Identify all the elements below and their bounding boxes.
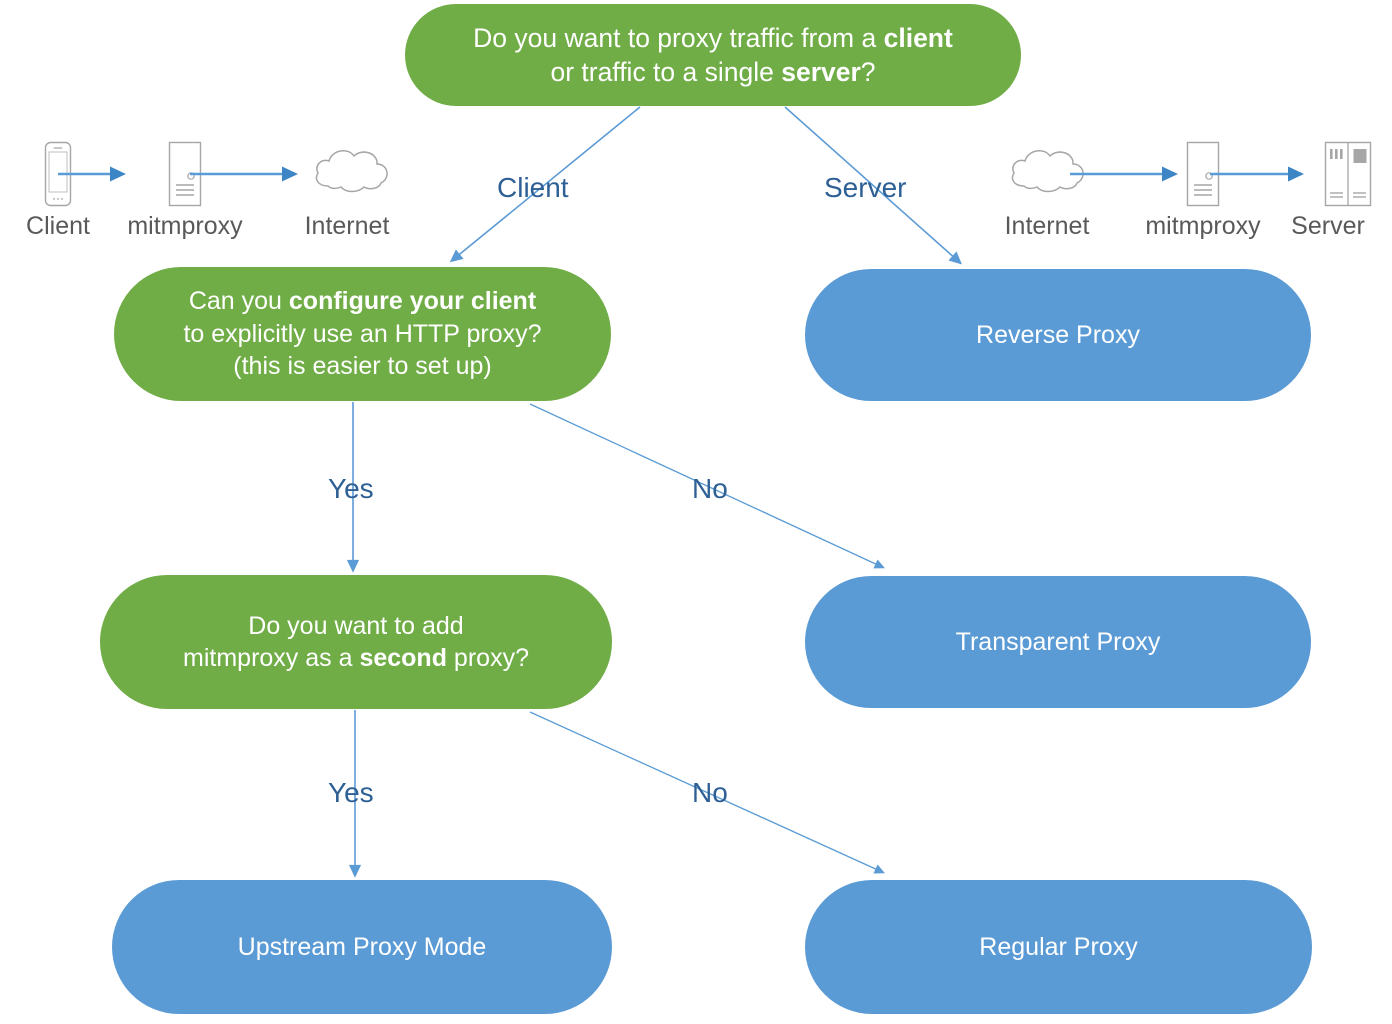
configure-line1-lead: Can you [188, 287, 289, 316]
decision-node-root[interactable]: Do you want to proxy traffic from a clie… [405, 4, 1021, 106]
client-to-internet-flow: Client mitmproxy [10, 138, 395, 242]
edge-label-second-yes: Yes [328, 777, 374, 808]
edge-label-server: Server [824, 172, 907, 203]
flow-arrow-internet-to-mitmproxy [1070, 164, 1178, 184]
root-line1-emphasis: client [883, 22, 953, 53]
outcome-node-transparent-proxy-label: Transparent Proxy [955, 627, 1161, 656]
internet-to-server-flow: Internet mitmproxy [1000, 138, 1382, 242]
root-line2-tail: ? [860, 57, 876, 87]
mitmproxy-icon-caption: mitmproxy [1145, 212, 1261, 240]
outcome-node-upstream-proxy-mode[interactable]: Upstream Proxy Mode [112, 880, 612, 1014]
root-line2-emphasis: server [781, 57, 861, 87]
configure-line1-emphasis: configure your client [288, 287, 537, 316]
flow-arrow-client-to-mitmproxy [58, 164, 128, 184]
edge-label-client: Client [497, 172, 569, 203]
mitmproxy-icon-caption: mitmproxy [127, 212, 243, 240]
configure-line2: to explicitly use an HTTP proxy? [183, 319, 542, 348]
edge-label-configure-yes: Yes [328, 473, 374, 504]
flow-arrow-mitmproxy-to-internet [190, 164, 298, 184]
outcome-node-regular-proxy[interactable]: Regular Proxy [805, 880, 1312, 1014]
decision-node-configure-text: Can you configure your client to explicit… [140, 285, 585, 383]
cloud-icon [304, 138, 400, 210]
root-line1-lead: Do you want to proxy traffic from a [473, 22, 884, 53]
second-line1: Do you want to add [248, 611, 464, 640]
second-line2-lead: mitmproxy as a [183, 644, 360, 672]
cloud-icon-caption: Internet [1004, 212, 1090, 240]
second-line2-emphasis: second [359, 644, 447, 672]
flow-arrow-mitmproxy-to-server [1210, 164, 1304, 184]
phone-icon-caption: Client [26, 212, 90, 240]
outcome-node-regular-proxy-label: Regular Proxy [979, 932, 1138, 961]
configure-line3: (this is easier to set up) [233, 352, 492, 381]
outcome-node-upstream-proxy-mode-label: Upstream Proxy Mode [237, 932, 487, 961]
server-rack-icon [1300, 138, 1392, 210]
cloud-icon [1000, 138, 1096, 210]
second-line2-tail: proxy? [446, 644, 529, 672]
outcome-node-reverse-proxy-label: Reverse Proxy [976, 320, 1140, 349]
root-line2-lead: or traffic to a single [550, 57, 782, 87]
edge-label-second-no: No [692, 777, 728, 808]
outcome-node-reverse-proxy[interactable]: Reverse Proxy [805, 269, 1311, 401]
cloud-icon-caption: Internet [304, 212, 390, 240]
server-rack-icon-caption: Server [1291, 212, 1365, 240]
edge-label-configure-no: No [692, 473, 728, 504]
decision-node-configure-client[interactable]: Can you configure your client to explicit… [114, 267, 611, 401]
decision-node-root-text: Do you want to proxy traffic from a clie… [431, 21, 995, 90]
outcome-node-transparent-proxy[interactable]: Transparent Proxy [805, 576, 1311, 708]
